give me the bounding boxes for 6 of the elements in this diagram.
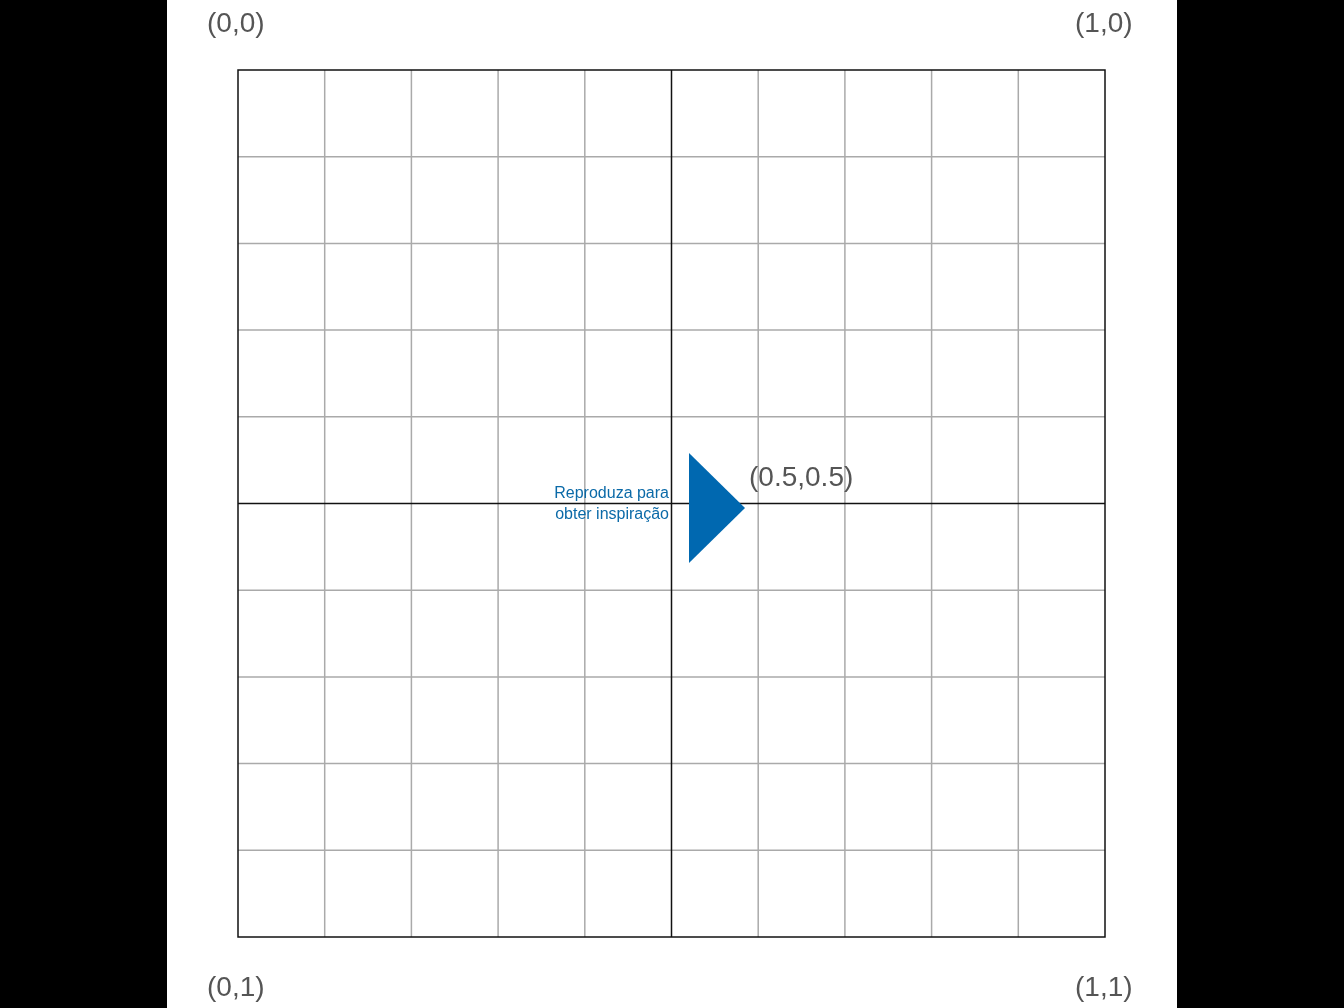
coordinate-label: (1,0): [1075, 6, 1133, 40]
coordinate-label: (0,1): [207, 970, 265, 1004]
coordinate-label: (0.5,0.5): [749, 460, 854, 494]
coordinate-label: (1,1): [1075, 970, 1133, 1004]
coordinate-label: (0,0): [207, 6, 265, 40]
play-caption: Reproduza para obter inspiração: [553, 483, 669, 524]
